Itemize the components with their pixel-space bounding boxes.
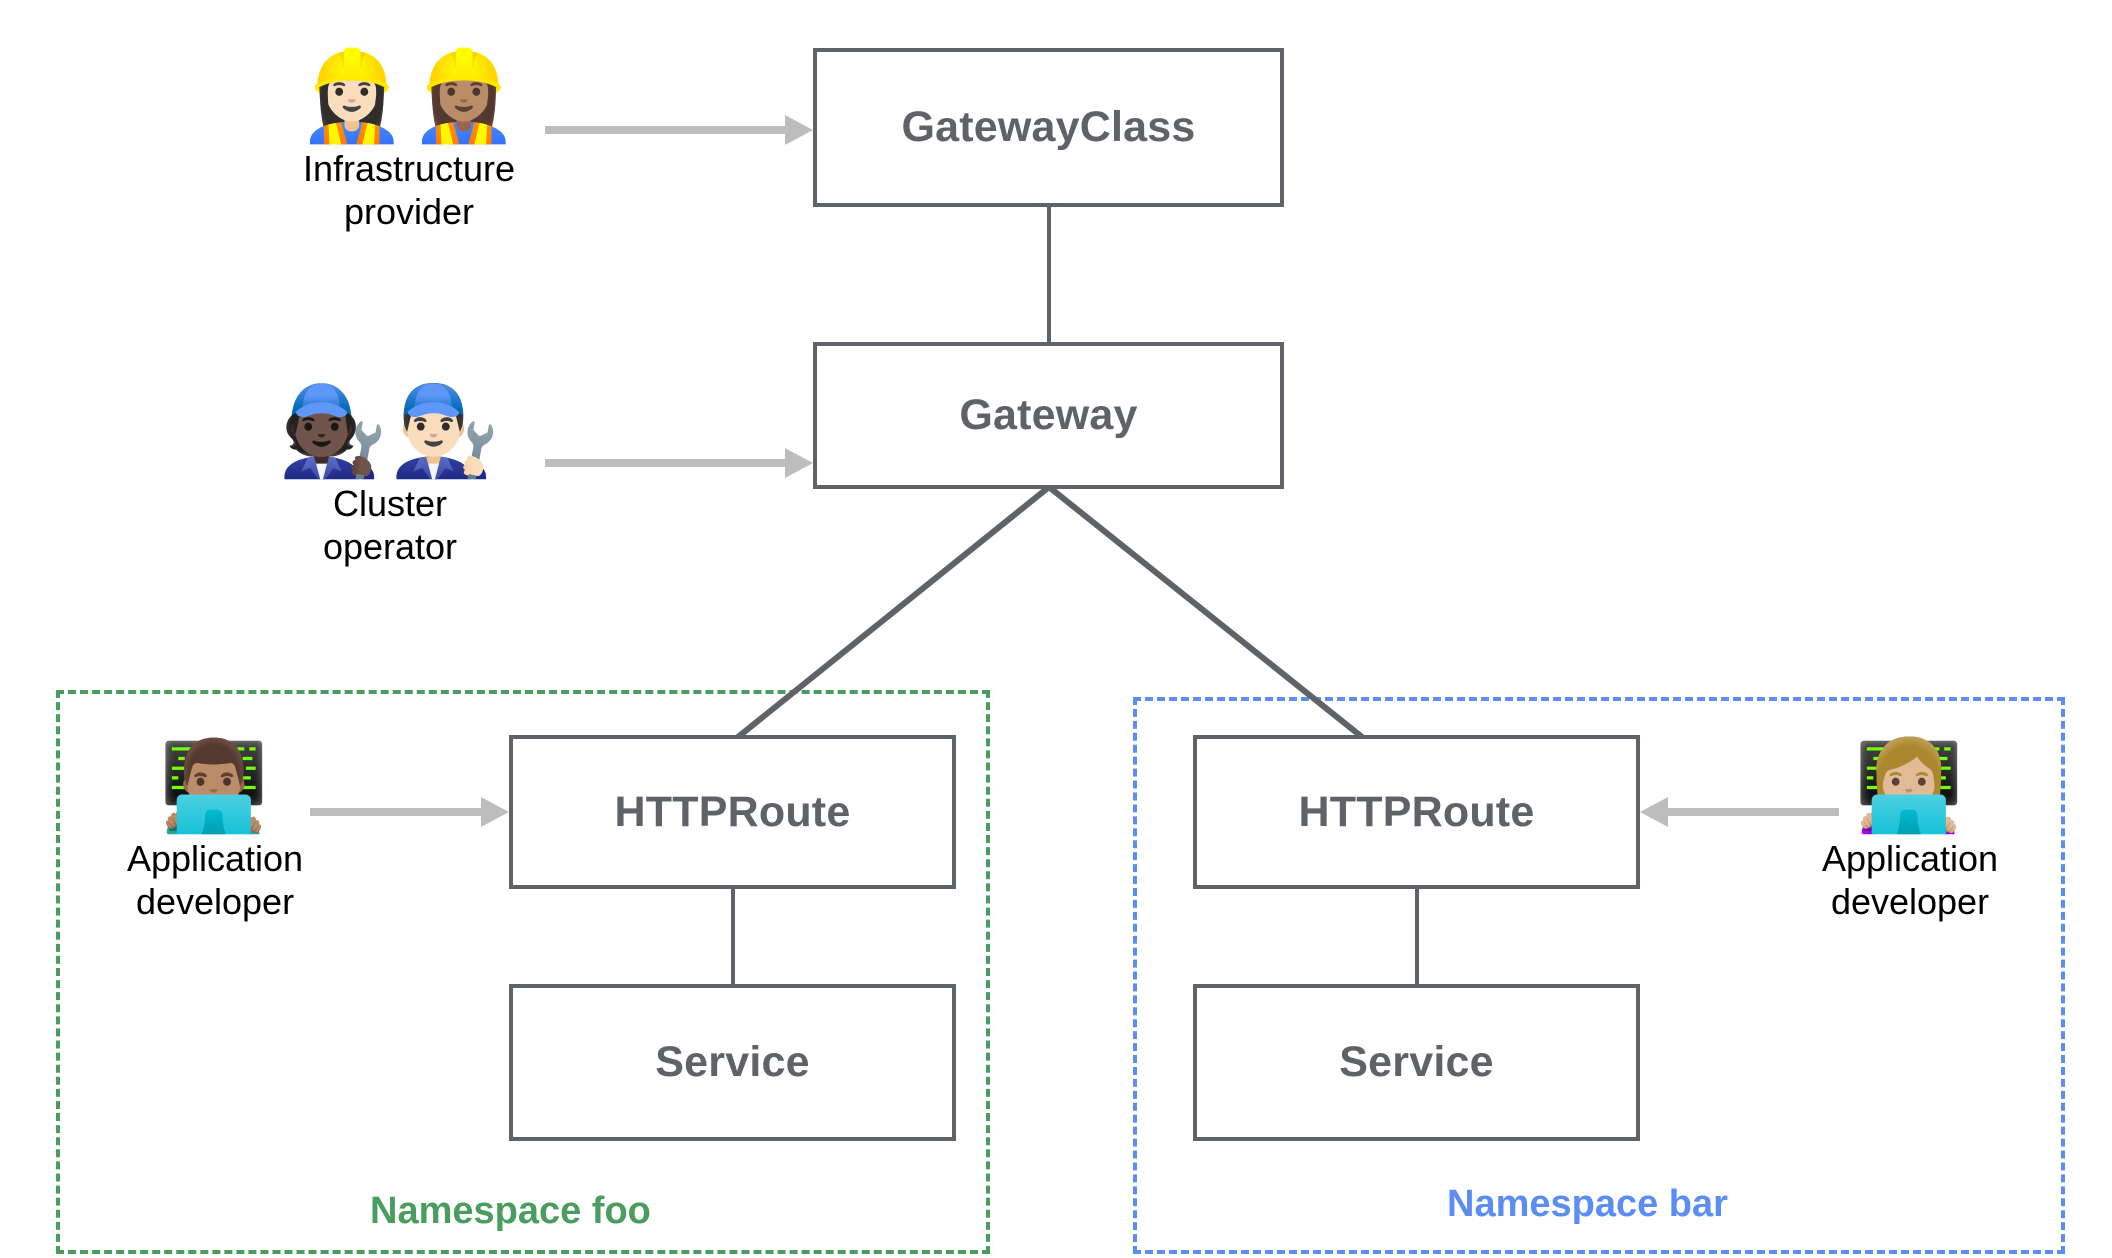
edge-httproute-foo-to-service-foo [731,887,735,987]
service-foo-label: Service [655,1038,810,1086]
service-foo-box[interactable]: Service [509,984,956,1141]
woman-technologist-icon: 👩🏼‍💻 [1854,734,1966,837]
arrow-cluster-operator-to-gateway [545,448,813,478]
namespace-bar-label: Namespace bar [1447,1183,1728,1225]
construction-workers-icon: 👷🏻‍♀️👷🏽‍♀️ [297,44,521,147]
httproute-foo-box[interactable]: HTTPRoute [509,735,956,889]
service-bar-label: Service [1339,1038,1494,1086]
httproute-bar-label: HTTPRoute [1298,787,1535,836]
arrow-head [1640,797,1668,827]
gateway-label: Gateway [959,391,1138,439]
actor-cluster-operator: 🧑🏿‍🔧👨🏻‍🔧 Cluster operator [255,379,525,568]
actor-infrastructure-provider-label: Infrastructure provider [302,148,516,232]
namespace-foo-container [56,690,990,1254]
actor-application-developer-foo-label: Application developer [126,838,304,922]
arrow-shaft [545,126,787,134]
arrow-shaft [1666,808,1839,816]
arrow-shaft [545,459,787,467]
gateway-box[interactable]: Gateway [813,342,1284,489]
mechanics-icon: 🧑🏿‍🔧👨🏻‍🔧 [278,379,502,482]
httproute-foo-label: HTTPRoute [614,787,851,836]
arrow-shaft [310,808,483,816]
edge-gatewayclass-to-gateway [1047,205,1051,345]
edge-httproute-bar-to-service-bar [1415,887,1419,987]
actor-application-developer-bar-label: Application developer [1821,838,1999,922]
actor-application-developer-foo: 👨🏽‍💻 Application developer [100,734,330,923]
man-technologist-icon: 👨🏽‍💻 [159,734,271,837]
arrow-application-developer-bar-to-httproute-bar [1640,797,1839,827]
actor-cluster-operator-label: Cluster operator [322,483,458,567]
namespace-bar-container [1133,697,2065,1254]
arrow-head [785,448,813,478]
actor-infrastructure-provider: 👷🏻‍♀️👷🏽‍♀️ Infrastructure provider [274,44,544,233]
arrow-head [481,797,509,827]
httproute-bar-box[interactable]: HTTPRoute [1193,735,1640,889]
actor-application-developer-bar: 👩🏼‍💻 Application developer [1795,734,2025,923]
arrow-application-developer-foo-to-httproute-foo [310,797,509,827]
gatewayclass-label: GatewayClass [901,103,1196,151]
service-bar-box[interactable]: Service [1193,984,1640,1141]
arrow-head [785,115,813,145]
gatewayclass-box[interactable]: GatewayClass [813,48,1284,207]
namespace-foo-label: Namespace foo [370,1190,651,1232]
arrow-infrastructure-provider-to-gatewayclass [545,115,813,145]
